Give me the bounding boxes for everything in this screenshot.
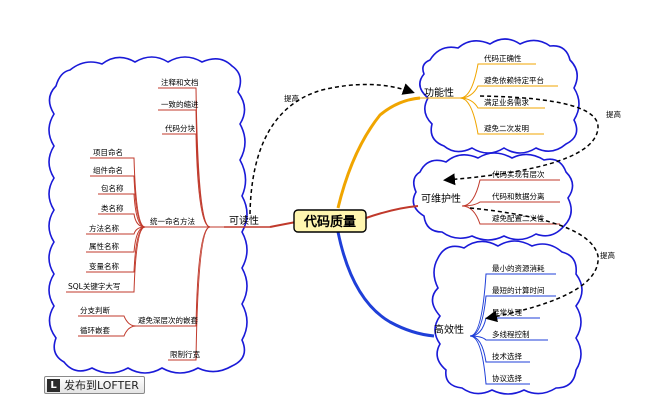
leaf-efficiency-4[interactable]: 多线程控制 [492,329,530,339]
center-node-label: 代码质量 [303,214,356,230]
leaf-naming-1[interactable]: 项目命名 [93,147,123,157]
leaf-readability-5[interactable]: 避免深层次的嵌套 [138,315,198,325]
leaf-efficiency-3[interactable]: 异常处理 [492,307,522,317]
cloud-maintainability [412,152,574,241]
cloud-readability [48,56,248,374]
leaf-naming-5[interactable]: 方法名称 [89,223,119,233]
center-node-box[interactable] [293,209,367,233]
leaf-functional-1[interactable]: 代码正确性 [484,53,522,63]
leaf-maintain-1[interactable]: 代码实现有层次 [492,169,545,179]
branch-readability[interactable]: 可读性 [229,214,259,227]
leaf-readability-2[interactable]: 一致的缩进 [161,99,199,109]
leaf-functional-2[interactable]: 避免依赖特定平台 [484,75,544,85]
leaf-naming-4[interactable]: 类名称 [101,203,124,213]
link-to-efficiency [336,231,435,338]
leaf-functional-3[interactable]: 满足业务需求 [484,97,529,107]
improve-label-3: 提高 [600,250,615,260]
publish-lofter-label: 发布到LOFTER [64,379,139,392]
publish-lofter-button[interactable]: L 发布到LOFTER [44,376,145,394]
leaf-nesting-2[interactable]: 循环嵌套 [80,325,110,335]
leaf-functional-4[interactable]: 避免二次发明 [484,123,529,133]
leaf-maintain-3[interactable]: 避免配置二义性 [492,213,545,223]
cloud-functional [419,38,580,154]
lofter-logo-icon: L [47,378,60,392]
improve-label-1: 提高 [284,93,299,103]
improve-label-2: 提高 [606,109,621,119]
branch-functional[interactable]: 功能性 [424,86,454,99]
leaf-readability-1[interactable]: 注释和文档 [161,77,199,87]
leaf-naming-7[interactable]: 变量名称 [89,261,119,271]
leaf-efficiency-1[interactable]: 最小的资源消耗 [492,263,545,273]
improve-arrow-readability [249,83,415,215]
leaf-naming-6[interactable]: 属性名称 [89,241,119,251]
leaf-efficiency-6[interactable]: 协议选择 [492,373,522,383]
leaf-readability-4[interactable]: 统一命名方法 [150,216,195,226]
branch-efficiency[interactable]: 高效性 [434,323,464,336]
link-to-functional [336,96,421,209]
cloud-efficiency [431,240,583,395]
leaf-efficiency-5[interactable]: 技术选择 [492,351,522,361]
improve-arrow-functional [443,95,599,186]
leaf-naming-2[interactable]: 组件命名 [93,165,123,175]
leaf-readability-3[interactable]: 代码分块 [165,123,195,133]
link-to-maintainability [365,205,419,219]
branch-maintainability[interactable]: 可维护性 [421,192,461,205]
leaf-nesting-1[interactable]: 分支判断 [80,305,110,315]
leaf-readability-6[interactable]: 限制行宽 [170,349,200,359]
leaf-naming-3[interactable]: 包名称 [101,183,124,193]
leaf-naming-8[interactable]: SQL关键字大写 [68,281,120,291]
leaf-maintain-2[interactable]: 代码和数据分离 [492,191,545,201]
leaf-efficiency-2[interactable]: 最短的计算时间 [492,285,545,295]
improve-arrow-maintainability [469,207,599,323]
